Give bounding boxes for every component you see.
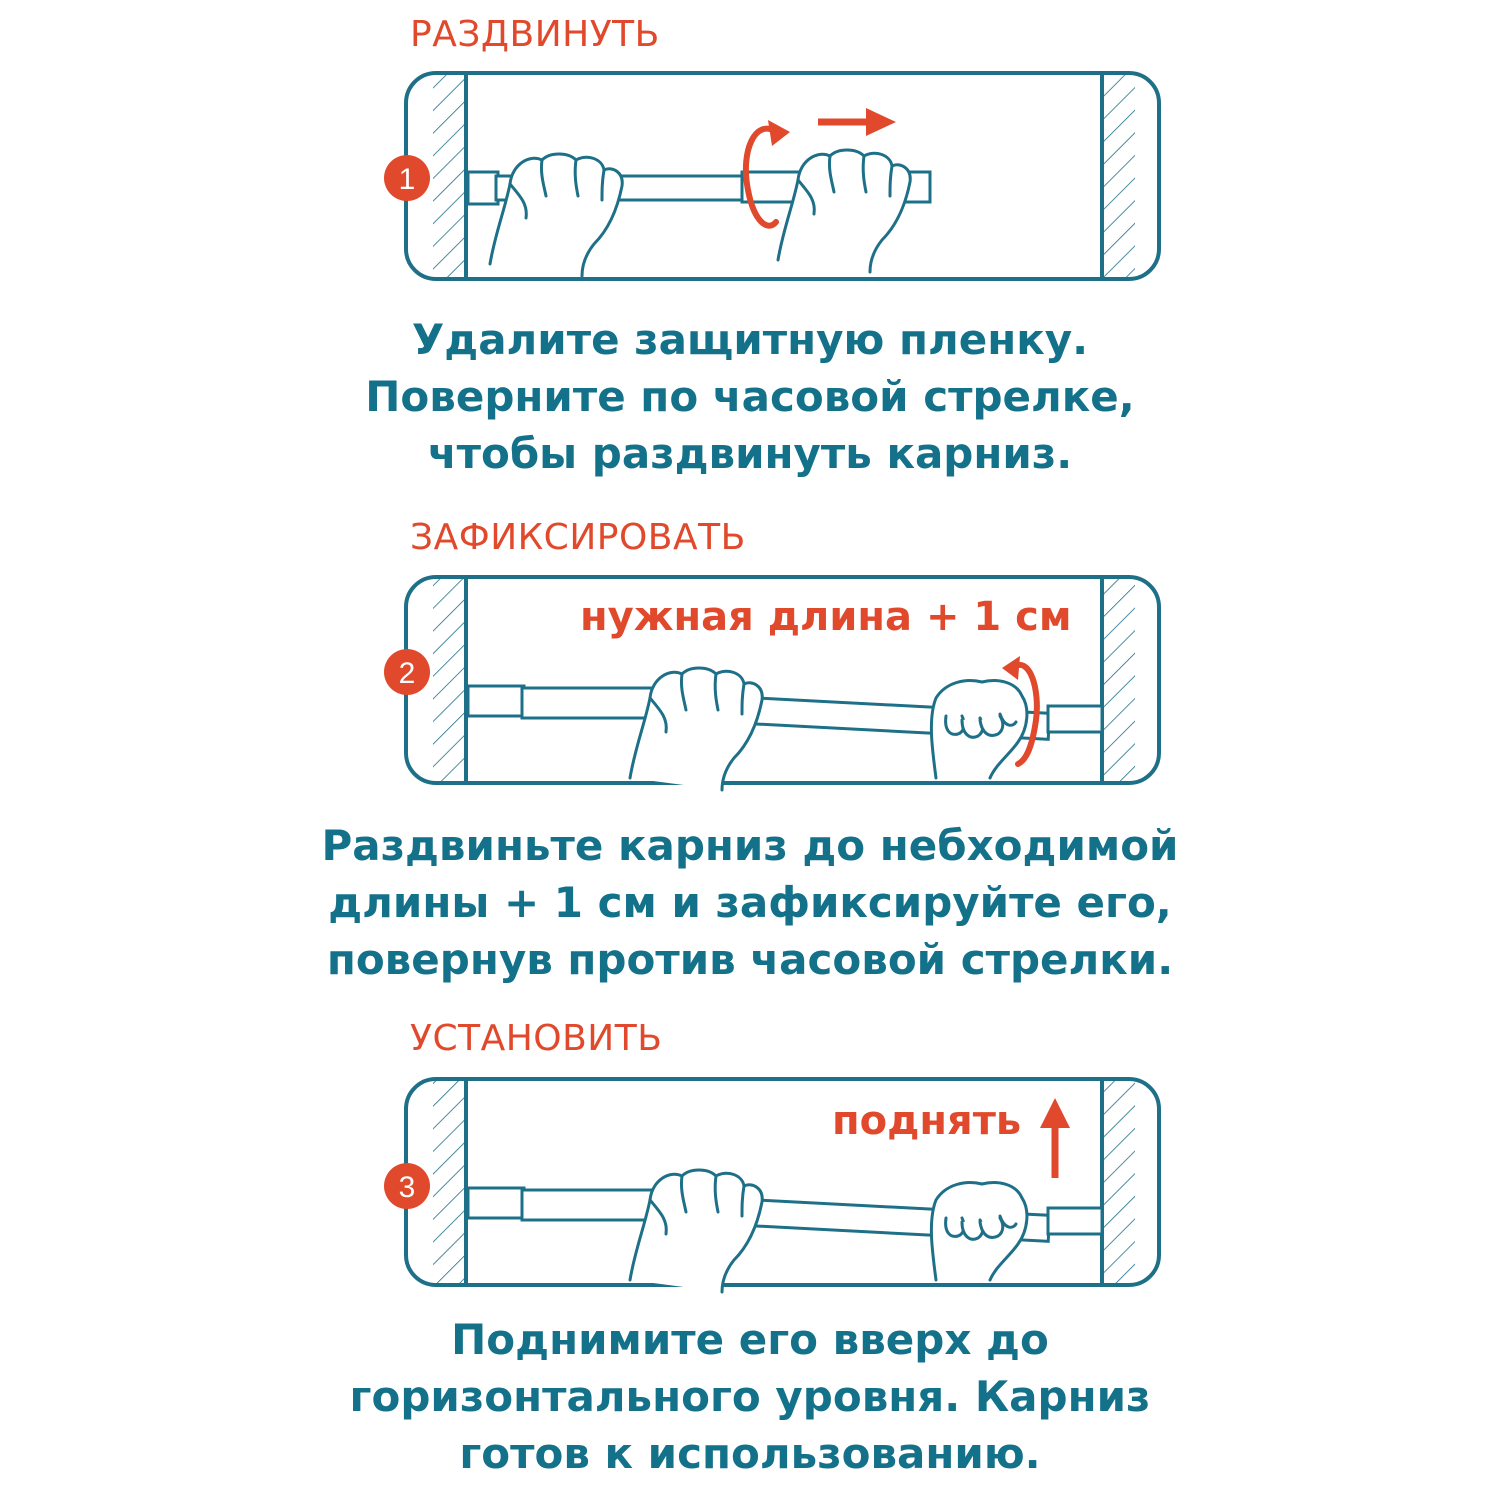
step-2-description-line: Раздвиньте карниз до небходимой	[0, 817, 1500, 874]
panel-2-left-hand	[630, 668, 762, 790]
step-1-description-line: Поверните по часовой стрелке,	[0, 368, 1500, 425]
step-1-description: Удалите защитную пленку. Поверните по ча…	[0, 311, 1500, 482]
step-3-number: 3	[399, 1171, 416, 1204]
step-1-description-line: Удалите защитную пленку.	[0, 311, 1500, 368]
step-2-description-line: повернув против часовой стрелки.	[0, 931, 1500, 988]
step-2-description: Раздвиньте карниз до небходимой длины + …	[0, 817, 1500, 988]
step-2-number: 2	[399, 657, 416, 690]
arrow-up-icon	[1040, 1098, 1070, 1178]
panel-1-left-hand	[490, 154, 622, 276]
step-3-badge: 3	[384, 1163, 430, 1209]
step-2-description-line: длины + 1 см и зафиксируйте его,	[0, 874, 1500, 931]
panel-3-frame	[406, 1079, 1159, 1285]
step-3-description-line: готов к использованию.	[0, 1425, 1500, 1482]
panel-3-walls	[433, 1081, 1135, 1283]
step-1-number: 1	[399, 163, 416, 196]
step-1-badge: 1	[384, 155, 430, 201]
panel-2-length-label: нужная длина + 1 см	[580, 594, 1072, 640]
step-2-badge: 2	[384, 649, 430, 695]
arrow-right-icon	[818, 108, 896, 136]
step-3-description: Поднимите его вверх до горизонтального у…	[0, 1311, 1500, 1482]
panel-1-right-hand	[778, 150, 910, 272]
step-1-description-line: чтобы раздвинуть карниз.	[0, 425, 1500, 482]
step-3-description-line: горизонтального уровня. Карниз	[0, 1368, 1500, 1425]
step-3-description-line: Поднимите его вверх до	[0, 1311, 1500, 1368]
panel-2-right-hand	[931, 681, 1027, 778]
panel-3-left-hand	[630, 1170, 762, 1292]
panel-3-lift-label: поднять	[832, 1098, 1021, 1144]
panel-3-right-hand	[931, 1183, 1027, 1280]
